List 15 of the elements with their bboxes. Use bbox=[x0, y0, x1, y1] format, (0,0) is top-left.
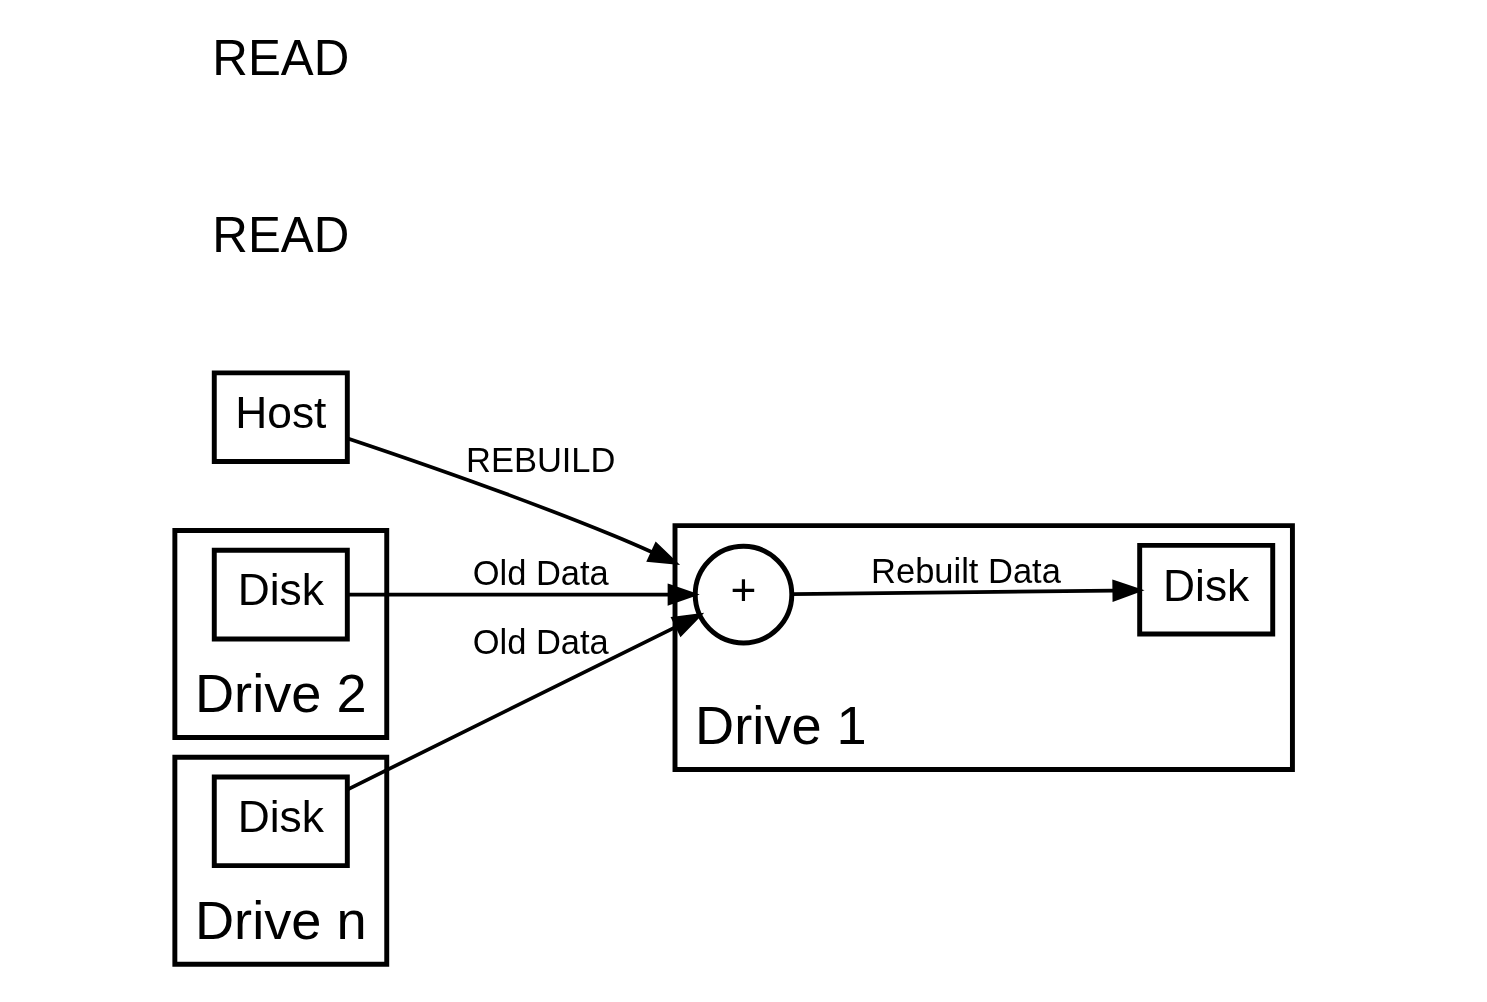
arrow bbox=[347, 612, 705, 791]
arrow bbox=[347, 583, 700, 606]
arrow bbox=[792, 579, 1145, 602]
node-box: Disk bbox=[211, 547, 350, 642]
arrow bbox=[347, 436, 681, 565]
edge-label: Old Data bbox=[472, 554, 609, 593]
label: READ bbox=[212, 207, 350, 263]
node-box: Disk bbox=[1137, 542, 1276, 637]
node-box: Disk bbox=[211, 774, 350, 869]
label: READ bbox=[212, 29, 350, 85]
edge-label: REBUILD bbox=[465, 440, 616, 479]
edge-label: Old Data bbox=[472, 623, 609, 662]
edge-label: Rebuilt Data bbox=[871, 551, 1061, 590]
node-box: Host bbox=[211, 370, 350, 465]
node-circle: + bbox=[692, 543, 795, 646]
